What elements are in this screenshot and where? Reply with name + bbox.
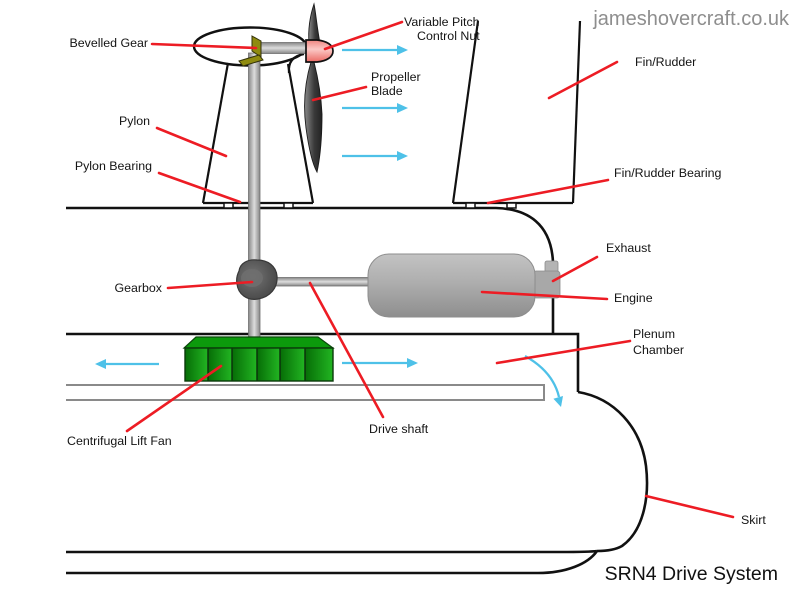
label-pylon: Pylon <box>119 114 150 128</box>
fan-segment <box>208 348 232 381</box>
airflow-arrowhead-plenum-left <box>95 359 106 369</box>
leader-exhaust <box>551 255 599 283</box>
leader-propeller-blade <box>311 85 368 102</box>
ground-board <box>66 384 545 401</box>
fan-segment <box>305 348 333 381</box>
leader-lines <box>125 20 735 519</box>
propeller-blade-lower <box>304 61 323 174</box>
label-pylon-bearing: Pylon Bearing <box>75 159 152 173</box>
label-bevelled-gear: Bevelled Gear <box>69 36 148 50</box>
label-engine: Engine <box>614 291 653 305</box>
fin-bearing-foot-right <box>506 202 517 209</box>
gearbox-shape <box>236 259 278 300</box>
pylon-right-leg <box>286 63 315 204</box>
airflow-arrowhead-prop-1 <box>397 45 408 55</box>
leader-fin-rudder <box>547 60 619 100</box>
airflow-arrowhead-skirt-curve <box>553 396 563 407</box>
leader-skirt <box>644 494 735 519</box>
fan-segment <box>280 348 305 381</box>
centrifugal-lift-fan-shape <box>182 336 335 382</box>
fin-rudder-shape <box>451 20 582 209</box>
leader-plenum-chamber <box>495 339 632 365</box>
fan-segment <box>232 348 257 381</box>
fan-segment <box>257 348 280 381</box>
skirt-hem-upper-line <box>66 549 598 554</box>
diagram-title: SRN4 Drive System <box>605 563 778 585</box>
skirt-outer-curve <box>577 390 649 553</box>
label-fin-rudder-bearing: Fin/Rudder Bearing <box>614 166 722 180</box>
leader-bevelled-gear <box>150 42 258 50</box>
plenum-chamber-outline <box>66 332 580 392</box>
fin-bearing-foot-left <box>465 202 476 209</box>
pylon-bearing-foot-left <box>223 202 234 209</box>
skirt-hem-lower-line <box>66 550 599 575</box>
watermark: jameshovercraft.co.uk <box>592 8 790 30</box>
label-plenum-line1: Plenum <box>633 327 675 341</box>
leader-pylon <box>155 126 228 158</box>
airflow-arrowhead-plenum-right <box>407 358 418 368</box>
label-variable-pitch-line1: Variable Pitch <box>404 15 480 29</box>
label-centrifugal-lift-fan: Centrifugal Lift Fan <box>67 434 172 448</box>
leader-fin-rudder-bearing <box>486 178 610 205</box>
label-gearbox: Gearbox <box>114 281 162 295</box>
label-fin-rudder: Fin/Rudder <box>635 55 696 69</box>
propeller-blades <box>304 2 323 174</box>
bevel-gear-horizontal-piece <box>238 54 264 67</box>
airflow-arrowhead-prop-2 <box>397 103 408 113</box>
propeller-blade-upper <box>308 2 321 44</box>
variable-pitch-control-nut <box>305 39 334 63</box>
fin-left-edge <box>451 20 480 204</box>
gearbox-highlight <box>241 269 263 287</box>
label-drive-shaft: Drive shaft <box>369 422 429 436</box>
label-plenum-line2: Chamber <box>633 343 684 357</box>
deck-line <box>66 206 555 333</box>
leader-drive-shaft <box>308 281 385 419</box>
leader-gearbox <box>166 280 254 290</box>
label-propeller-line2: Blade <box>371 84 403 98</box>
bevelled-gear <box>238 35 264 67</box>
fan-segment-dividers <box>207 348 306 381</box>
pylon-bearing-foot-right <box>283 202 294 209</box>
label-variable-pitch-line2: Control Nut <box>417 29 480 43</box>
fan-segment <box>185 348 208 381</box>
airflow-arrowhead-prop-3 <box>397 151 408 161</box>
diagram-labels: Bevelled Gear Variable Pitch Control Nut… <box>67 15 766 527</box>
fin-right-edge <box>571 20 582 204</box>
hull-outline <box>66 206 649 575</box>
leader-variable-pitch <box>323 20 404 51</box>
label-skirt: Skirt <box>741 513 766 527</box>
fan-top-face <box>182 336 335 349</box>
propeller-shaft <box>256 42 310 54</box>
leader-engine <box>480 290 609 301</box>
fan-front-outline <box>184 347 334 382</box>
leader-pylon-bearing <box>157 171 242 204</box>
engine-body <box>367 253 536 318</box>
pylon-left-leg <box>201 62 230 204</box>
leader-centrifugal-lift-fan <box>125 364 223 433</box>
label-exhaust: Exhaust <box>606 241 651 255</box>
engine-assembly <box>367 253 561 318</box>
label-propeller-line1: Propeller <box>371 70 421 84</box>
